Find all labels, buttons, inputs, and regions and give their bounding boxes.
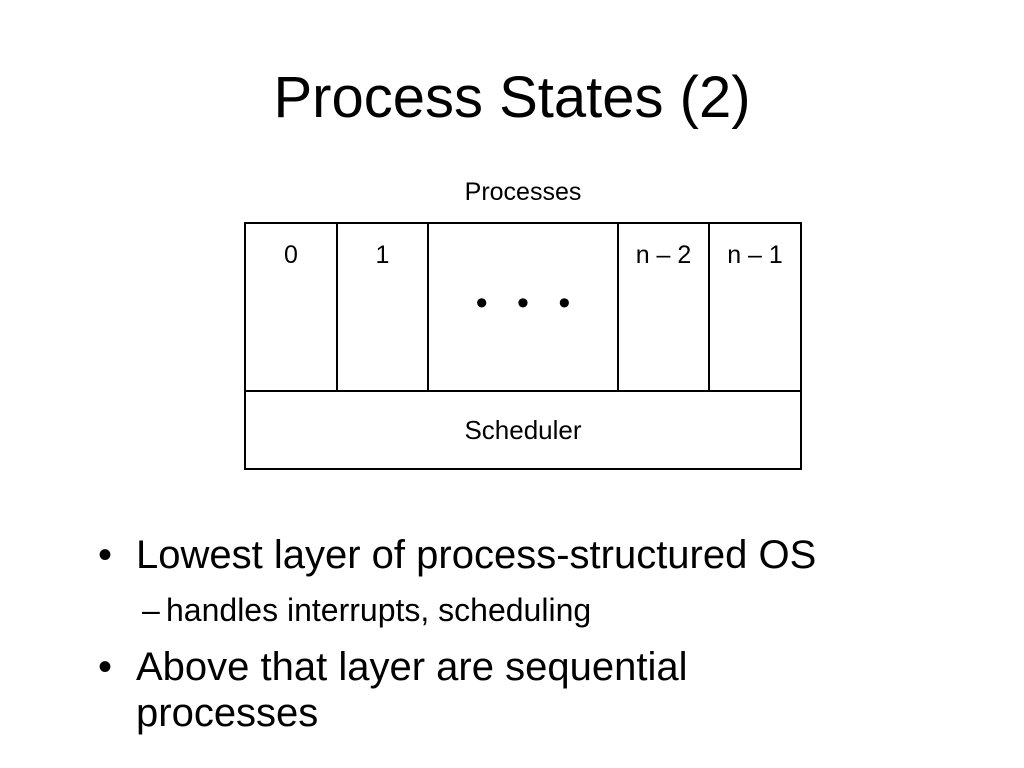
bullet-text-line: processes bbox=[136, 691, 319, 735]
bullet-list: • Lowest layer of process-structured OS … bbox=[98, 532, 958, 736]
process-label: 0 bbox=[284, 241, 298, 269]
process-cell-n-minus-2: n – 2 bbox=[619, 224, 710, 390]
sub-bullet-marker: – bbox=[142, 592, 160, 628]
process-label: n – 2 bbox=[635, 241, 692, 269]
scheduler-layer: Scheduler bbox=[464, 415, 582, 445]
bullet-item: • Above that layer are sequential proces… bbox=[98, 644, 958, 736]
bullet-item: • Lowest layer of process-structured OS bbox=[98, 532, 958, 578]
process-diagram: 0 1 • • • n – 2 n – 1 Scheduler bbox=[244, 222, 802, 470]
process-cell-ellipsis: • • • bbox=[429, 224, 619, 390]
process-cell-n-minus-1: n – 1 bbox=[710, 224, 800, 390]
diagram-caption: Processes bbox=[464, 178, 582, 206]
process-label: 1 bbox=[375, 241, 390, 269]
bullet-marker: • bbox=[98, 533, 113, 577]
process-row: 0 1 • • • n – 2 n – 1 bbox=[246, 224, 800, 392]
process-cell-0: 0 bbox=[246, 224, 338, 390]
bullet-marker: • bbox=[98, 645, 113, 689]
bullet-text: Lowest layer of process-structured OS bbox=[136, 533, 817, 577]
process-label: n – 1 bbox=[727, 241, 783, 269]
sub-bullet-text: handles interrupts, scheduling bbox=[166, 592, 592, 628]
process-cell-1: 1 bbox=[338, 224, 429, 390]
bullet-text-line: Above that layer are sequential bbox=[136, 645, 688, 689]
slide-title: Process States (2) bbox=[273, 65, 751, 130]
ellipsis-dots: • • • bbox=[475, 284, 581, 322]
sub-bullet-item: – handles interrupts, scheduling bbox=[98, 590, 958, 630]
